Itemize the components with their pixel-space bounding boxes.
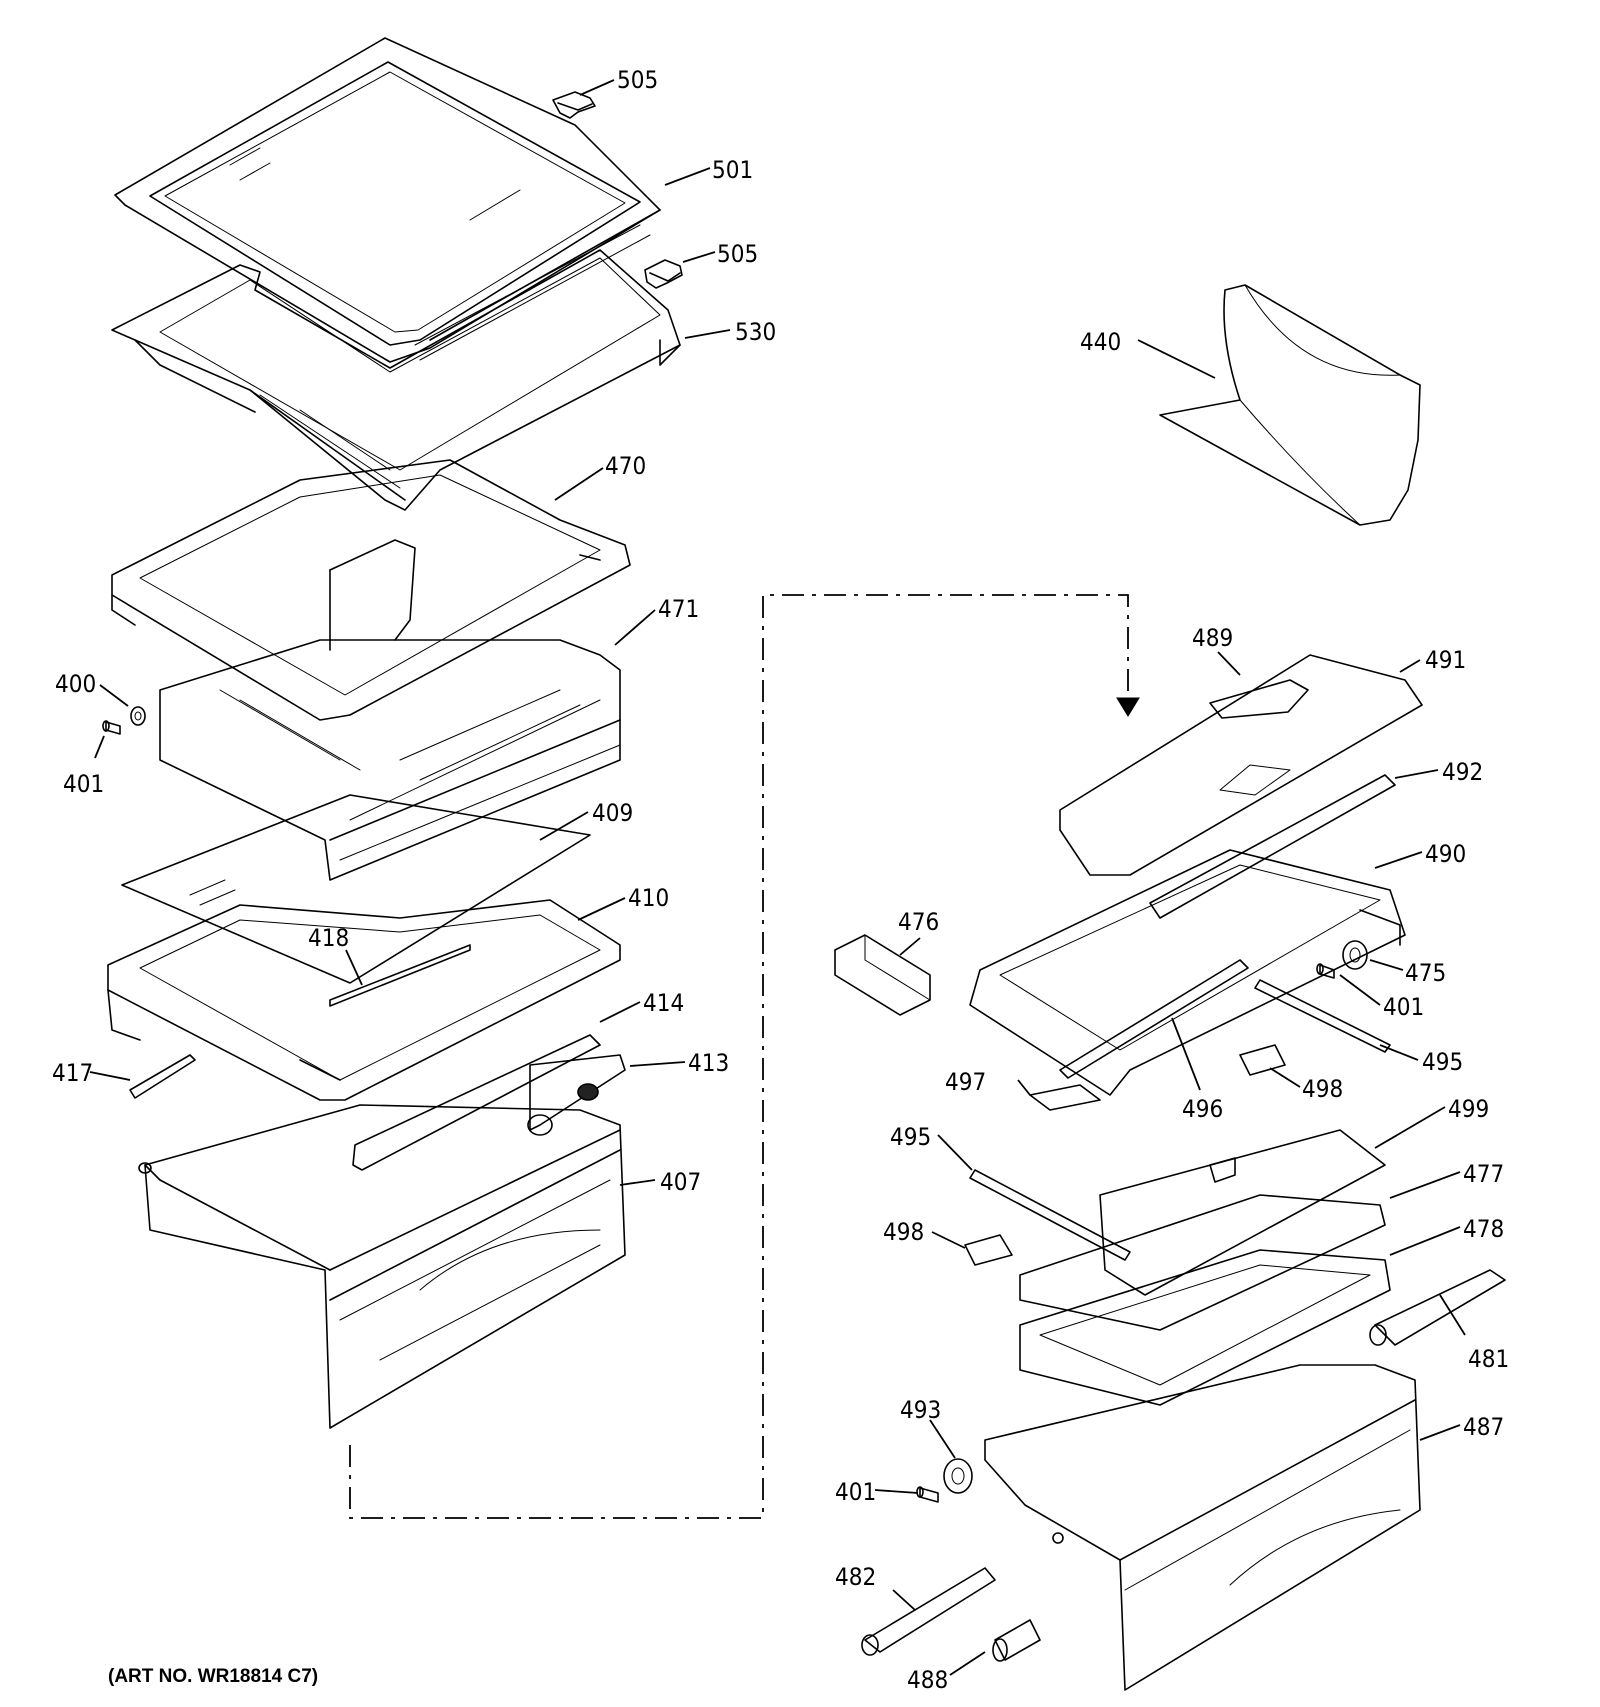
callout-499: 499: [1448, 1095, 1489, 1123]
callout-491: 491: [1425, 646, 1466, 674]
callout-477: 477: [1463, 1160, 1504, 1188]
callout-496: 496: [1182, 1095, 1223, 1123]
part-489-button: [1209, 679, 1309, 719]
assembly-arrow: [1116, 697, 1140, 717]
part-505-clip-middle: [644, 259, 683, 289]
callout-498-middle: 498: [883, 1218, 924, 1246]
callout-401-right: 401: [1383, 993, 1424, 1021]
part-478-frame: [1019, 1249, 1391, 1406]
part-476-bracket: [834, 934, 931, 1016]
callout-495-top: 495: [1422, 1048, 1463, 1076]
part-470-drawer-cover: [111, 459, 631, 721]
callout-497: 497: [945, 1068, 986, 1096]
callout-487: 487: [1463, 1413, 1504, 1441]
callout-409: 409: [592, 799, 633, 827]
callout-478: 478: [1463, 1215, 1504, 1243]
callout-492: 492: [1442, 758, 1483, 786]
callout-414: 414: [643, 989, 684, 1017]
part-417-rod: [129, 1054, 196, 1099]
part-497-pad: [1029, 1084, 1101, 1111]
callout-505-middle: 505: [717, 240, 758, 268]
part-496-rail: [1059, 959, 1249, 1079]
part-493-cam: [943, 1458, 973, 1494]
art-number: (ART NO. WR18814 C7): [108, 1666, 318, 1687]
part-498-pad-mid: [964, 1234, 1013, 1266]
callout-440: 440: [1080, 328, 1121, 356]
part-505-clip-top: [552, 91, 596, 119]
part-409-glass-panel: [121, 794, 591, 984]
part-401-screw-lower: [916, 1486, 939, 1503]
part-407-lower-drawer: [138, 1104, 626, 1429]
callout-482: 482: [835, 1563, 876, 1591]
callout-476: 476: [898, 908, 939, 936]
callout-498-top: 498: [1302, 1075, 1343, 1103]
part-413-handle: [527, 1054, 626, 1136]
part-490-control-housing: [969, 849, 1406, 1096]
leader-lines: [89, 79, 1466, 1676]
part-487-crisper-drawer: [984, 1364, 1421, 1691]
part-495-rail-mid: [969, 1169, 1131, 1261]
part-401-screw-left: [102, 720, 121, 735]
callout-505-top: 505: [617, 66, 658, 94]
part-471-upper-drawer: [159, 539, 621, 881]
part-491-control-cover: [1059, 654, 1423, 876]
callout-488: 488: [907, 1666, 948, 1694]
callout-470: 470: [605, 452, 646, 480]
callout-413: 413: [688, 1049, 729, 1077]
callout-490: 490: [1425, 840, 1466, 868]
part-481-handle: [1369, 1269, 1506, 1346]
callout-489: 489: [1192, 624, 1233, 652]
part-499-plate: [1099, 1129, 1386, 1296]
callout-493: 493: [900, 1396, 941, 1424]
callout-495-middle: 495: [890, 1123, 931, 1151]
callout-530: 530: [735, 318, 776, 346]
part-401-screw-right: [1316, 963, 1335, 979]
callout-475: 475: [1405, 959, 1446, 987]
callout-418: 418: [308, 924, 349, 952]
callout-471: 471: [658, 595, 699, 623]
part-495-rail-top: [1254, 979, 1391, 1053]
callout-401-lower: 401: [835, 1478, 876, 1506]
assembly-dash-line: [349, 594, 1129, 1519]
part-482-handle: [861, 1567, 996, 1656]
part-498-pad-top: [1239, 1044, 1286, 1076]
callout-417: 417: [52, 1059, 93, 1087]
callout-501: 501: [712, 156, 753, 184]
callout-401-left: 401: [63, 770, 104, 798]
part-488-cylinder: [992, 1619, 1041, 1662]
part-410-cover-frame: [107, 899, 621, 1101]
callout-407: 407: [660, 1168, 701, 1196]
part-501-glass-shelf: [114, 37, 661, 363]
part-475-cam-right: [1342, 940, 1368, 970]
part-477-frame: [1019, 1194, 1386, 1331]
part-400-cam-left: [130, 706, 146, 726]
callout-400: 400: [55, 670, 96, 698]
callout-481: 481: [1468, 1345, 1509, 1373]
part-492-gasket: [1149, 774, 1396, 919]
part-530-shelf-frame: [111, 224, 681, 511]
part-418-bar: [329, 944, 471, 1007]
part-440-curved-panel: [1159, 284, 1421, 526]
callout-410: 410: [628, 884, 669, 912]
